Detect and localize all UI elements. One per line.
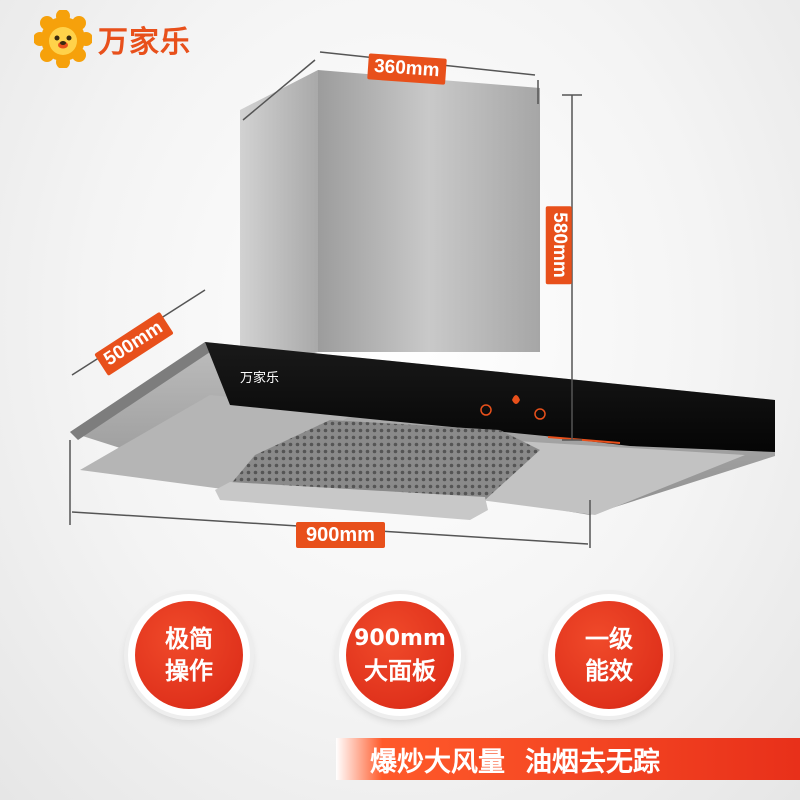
lion-sun-icon	[34, 10, 92, 68]
feature-badge-large-panel: 900mm 大面板	[339, 594, 461, 716]
light-button-icon[interactable]	[534, 408, 546, 420]
badge-line1: 900mm	[354, 626, 446, 651]
oil-cup-bar	[215, 482, 488, 520]
badge-line2: 大面板	[364, 657, 436, 685]
badge-line2: 操作	[165, 657, 213, 685]
dimension-label-height: 580mm	[545, 206, 572, 284]
chimney-side	[240, 70, 318, 372]
dimension-label-width: 900mm	[296, 522, 385, 548]
filter-mesh	[230, 420, 540, 500]
feature-badge-simple-operation: 极简 操作	[128, 594, 250, 716]
flame-icon[interactable]	[512, 395, 520, 404]
slogan-part2: 油烟去无踪	[525, 746, 660, 778]
dim-line-top-left	[242, 59, 316, 121]
badge-line1: 极简	[165, 625, 213, 653]
brand-name: 万家乐	[98, 25, 191, 60]
range-hood-image: 万家乐	[69, 51, 775, 548]
power-button-icon[interactable]	[480, 404, 492, 416]
slogan-banner: 爆炒大风量 油烟去无踪	[336, 738, 800, 780]
badge-line1: 一级	[585, 625, 633, 653]
badge-line2: 能效	[585, 657, 633, 685]
chimney-front	[318, 70, 540, 352]
feature-badge-energy-efficiency: 一级 能效	[548, 594, 670, 716]
dimension-label-top: 360mm	[367, 53, 447, 85]
brand-logo: 万家乐	[34, 10, 191, 68]
glass-panel	[205, 342, 775, 452]
slogan-part1: 爆炒大风量	[370, 746, 505, 778]
panel-logo: 万家乐	[240, 370, 279, 385]
